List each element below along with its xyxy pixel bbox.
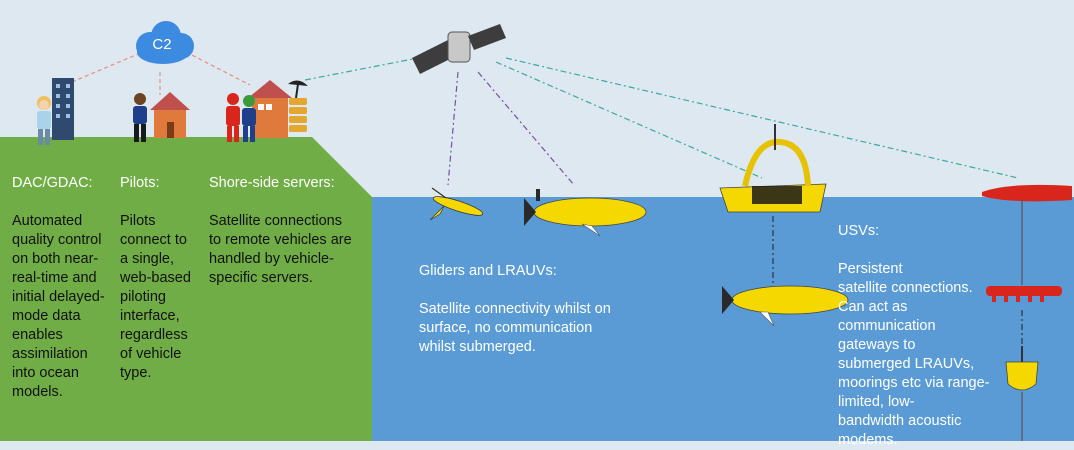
satellite-icon xyxy=(412,24,506,74)
shore-side-servers-heading: Shore-side servers: xyxy=(209,175,335,191)
house-icon xyxy=(150,92,190,138)
usvs-text: USVs: Persistent satellite connections. … xyxy=(838,203,1008,450)
lrauv-icon xyxy=(524,189,647,237)
lrauv-icon xyxy=(722,285,849,327)
pilots-body: Pilots connect to a single, web-based pi… xyxy=(120,213,191,381)
gliders-lrauvs-body: Satellite connectivity whilst on surface… xyxy=(419,301,611,355)
wave-glider-icon xyxy=(982,184,1072,302)
mooring-buoy-icon xyxy=(1005,346,1039,441)
pilots-heading: Pilots: xyxy=(120,175,160,191)
communication-links xyxy=(71,51,1023,345)
gliders-lrauvs-heading: Gliders and LRAUVs: xyxy=(419,263,557,279)
sea xyxy=(372,197,1074,441)
pilots-text: Pilots: Pilots connect to a single, web-… xyxy=(120,155,210,383)
usvs-heading: USVs: xyxy=(838,223,880,239)
c2-label: C2 xyxy=(152,36,172,53)
person-icon xyxy=(226,93,240,142)
house-icon xyxy=(248,80,292,138)
usv-icon xyxy=(719,124,827,213)
shore-side-servers-text: Shore-side servers: Satellite connection… xyxy=(209,155,374,288)
gliders-lrauvs-text: Gliders and LRAUVs: Satellite connectivi… xyxy=(419,243,659,357)
cloud-icon xyxy=(136,21,194,64)
server-stack-icon xyxy=(289,98,307,132)
usvs-body: Persistent satellite connections. Can ac… xyxy=(838,261,990,448)
person-icon xyxy=(133,93,147,142)
office-building-icon xyxy=(52,78,74,140)
person-icon xyxy=(242,95,256,142)
dac-gdac-text: DAC/GDAC: Automated quality control on b… xyxy=(12,155,132,402)
satellite-dish-icon xyxy=(288,80,308,99)
shore-side-servers-body: Satellite connections to remote vehicles… xyxy=(209,213,352,286)
land xyxy=(0,137,372,441)
dac-gdac-heading: DAC/GDAC: xyxy=(12,175,93,191)
dac-gdac-body: Automated quality control on both near- … xyxy=(12,213,105,400)
glider-icon xyxy=(429,187,484,221)
person-icon xyxy=(37,96,51,145)
